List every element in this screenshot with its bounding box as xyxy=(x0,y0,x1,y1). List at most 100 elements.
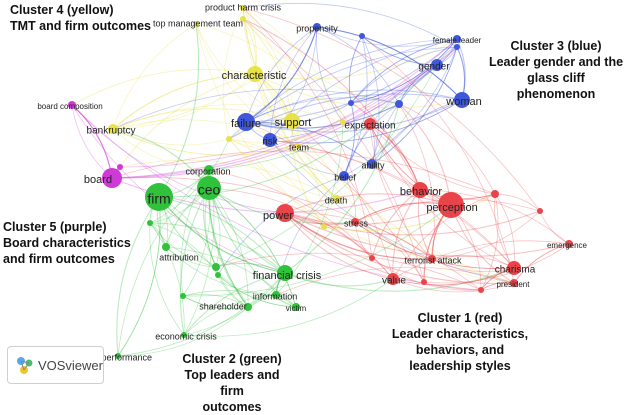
network-edge xyxy=(392,267,515,286)
node-victim[interactable] xyxy=(292,303,300,311)
network-edge xyxy=(254,73,299,147)
node-stress[interactable] xyxy=(351,218,359,226)
node-support[interactable] xyxy=(284,113,300,129)
node-information[interactable] xyxy=(272,291,280,299)
node-firm[interactable] xyxy=(145,183,173,211)
network-edge xyxy=(284,212,433,260)
node-behavior[interactable] xyxy=(412,182,428,198)
node-label-firm-performance: firm performance xyxy=(84,352,152,362)
node-expectation[interactable] xyxy=(364,118,376,130)
network-minor-node xyxy=(147,220,153,226)
node-top-management-team[interactable] xyxy=(193,21,199,27)
node-firm-performance[interactable] xyxy=(115,353,121,359)
node-attribution[interactable] xyxy=(162,243,170,251)
node-product-harm-crisis[interactable] xyxy=(240,5,246,11)
node-emergence[interactable] xyxy=(565,240,573,248)
network-edge xyxy=(182,295,249,309)
cluster-2-label: Cluster 2 (green) Top leaders and firm o… xyxy=(176,351,288,415)
network-minor-node xyxy=(454,44,460,50)
network-edge xyxy=(119,46,458,168)
cluster-1-line-1: Leader characteristics, xyxy=(391,327,529,341)
network-edge xyxy=(228,138,299,150)
node-characteristic[interactable] xyxy=(247,66,263,82)
network-edge xyxy=(431,255,515,269)
network-edge xyxy=(117,272,286,357)
network-edge xyxy=(291,120,394,280)
network-edge xyxy=(392,240,570,280)
network-edge xyxy=(275,266,515,296)
node-ability[interactable] xyxy=(367,159,377,169)
node-belief[interactable] xyxy=(339,171,349,181)
network-edge xyxy=(195,23,293,122)
network-edge xyxy=(71,104,113,179)
network-edge xyxy=(228,138,338,200)
network-minor-node xyxy=(226,136,232,142)
network-edge xyxy=(112,73,256,130)
network-minor-node xyxy=(537,208,543,214)
network-edge xyxy=(316,26,400,105)
network-edge xyxy=(369,123,421,191)
node-president[interactable] xyxy=(510,279,518,287)
node-propensity[interactable] xyxy=(313,23,321,31)
node-failure[interactable] xyxy=(237,113,255,131)
network-edge xyxy=(350,38,458,104)
network-edges xyxy=(71,2,570,357)
network-edge xyxy=(117,306,249,357)
vosviewer-logo: VOSviewer xyxy=(7,346,104,384)
network-edge xyxy=(117,196,161,357)
node-team[interactable] xyxy=(295,143,301,149)
cluster-5-line-1: Board characteristics xyxy=(3,236,131,250)
network-edge xyxy=(158,196,286,274)
node-death[interactable] xyxy=(333,195,341,203)
node-power[interactable] xyxy=(276,204,294,222)
network-edge xyxy=(195,23,325,228)
network-edge xyxy=(284,204,452,225)
network-edge xyxy=(149,222,185,336)
node-charisma[interactable] xyxy=(507,261,521,275)
cluster-5-label: Cluster 5 (purple) Board characteristics… xyxy=(3,219,131,267)
network-edge xyxy=(165,246,297,308)
network-edge xyxy=(71,104,113,179)
node-label-victim: victim xyxy=(286,304,307,313)
network-minor-node xyxy=(348,100,354,106)
node-perception[interactable] xyxy=(438,192,464,218)
network-edge xyxy=(254,73,325,228)
network-edge xyxy=(112,104,344,130)
node-economic-crisis[interactable] xyxy=(181,332,187,338)
network-edge xyxy=(513,243,570,284)
network-edge xyxy=(369,123,421,191)
node-value[interactable] xyxy=(387,273,399,285)
network-edge xyxy=(242,7,338,200)
node-board-composition[interactable] xyxy=(68,101,76,109)
node-terrorist-attack[interactable] xyxy=(428,255,436,263)
node-label-woman: woman xyxy=(445,96,481,108)
node-risk[interactable] xyxy=(263,133,277,147)
network-edge xyxy=(245,38,458,123)
network-edge xyxy=(71,104,113,179)
node-label-terrorist-attack: terrorist attack xyxy=(404,255,462,265)
node-corporation[interactable] xyxy=(204,165,214,175)
node-ceo[interactable] xyxy=(197,176,221,200)
network-edge xyxy=(275,175,345,296)
network-edge xyxy=(369,123,496,195)
node-shareholder[interactable] xyxy=(244,303,252,311)
node-label-value: value xyxy=(382,276,406,287)
network-edge xyxy=(242,18,425,283)
node-board[interactable] xyxy=(102,168,122,188)
node-label-perception: perception xyxy=(426,202,477,214)
cluster-5-line-2: and firm outcomes xyxy=(3,252,115,266)
node-gender[interactable] xyxy=(431,59,443,71)
network-minor-node xyxy=(212,263,220,271)
node-woman[interactable] xyxy=(454,92,470,108)
node-female-leader[interactable] xyxy=(453,35,461,43)
network-edge xyxy=(242,18,293,122)
network-edge xyxy=(215,64,438,268)
node-financial-crisis[interactable] xyxy=(277,265,293,281)
cluster-3-line-1: Leader gender and the xyxy=(488,55,624,69)
cluster-4-label: Cluster 4 (yellow) TMT and firm outcomes xyxy=(10,2,151,34)
network-edge xyxy=(350,46,458,104)
node-label-gender: gender xyxy=(418,62,450,73)
node-bankruptcy[interactable] xyxy=(108,124,118,134)
